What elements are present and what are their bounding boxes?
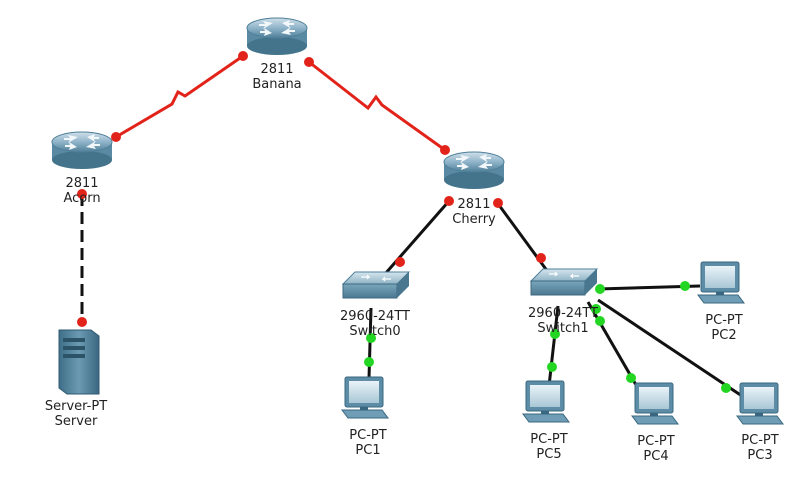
name-label: Switch1: [537, 321, 589, 336]
name-label: Switch0: [349, 324, 401, 339]
name-label: PC1: [355, 443, 381, 458]
link-acorn-banana[interactable]: [115, 54, 244, 139]
model-label: PC-PT: [637, 434, 675, 449]
router-acorn-icon[interactable]: [51, 131, 113, 169]
port-status-pc2-up: [680, 281, 690, 291]
port-status-banana-down: [304, 57, 314, 67]
model-label: Server-PT: [44, 399, 108, 414]
port-status-server-down: [77, 317, 87, 327]
model-label: PC-PT: [349, 428, 387, 443]
link-switch1-pc5[interactable]: [547, 305, 560, 387]
router-cherry-icon[interactable]: [443, 151, 505, 189]
pc2-label: PC-PT PC2: [705, 313, 742, 343]
pc1-pc-icon[interactable]: [341, 376, 389, 419]
port-status-banana-down: [238, 51, 248, 61]
pc2-pc-icon[interactable]: [697, 261, 745, 304]
switch0-label: 2960-24TT Switch0: [340, 309, 410, 339]
model-label: 2960-24TT: [528, 306, 598, 321]
name-label: PC5: [536, 447, 562, 462]
link-switch1-pc3[interactable]: [597, 298, 746, 400]
port-status-pc3-up: [721, 383, 731, 393]
port-status-switch1-up: [595, 284, 605, 294]
port-status-cherry-down: [440, 145, 450, 155]
name-label: Cherry: [452, 212, 496, 227]
port-status-switch0-up: [366, 333, 376, 343]
port-status-switch1-up: [550, 329, 560, 339]
links-layer: [80, 54, 746, 400]
switch1-switch-icon[interactable]: [529, 268, 599, 296]
port-status-acorn-down: [111, 132, 121, 142]
router-banana-icon[interactable]: [246, 17, 308, 55]
ports-layer: [77, 51, 731, 393]
name-label: PC2: [711, 328, 737, 343]
model-label: 2811: [457, 197, 491, 212]
port-status-cherry-down: [493, 198, 503, 208]
name-label: Banana: [252, 77, 302, 92]
devices-layer: [51, 17, 784, 425]
port-status-pc4-up: [626, 373, 636, 383]
server-icon[interactable]: [58, 329, 100, 395]
router-banana-label: 2811 Banana: [252, 62, 301, 92]
model-label: 2811: [260, 62, 294, 77]
port-status-acorn-down: [77, 189, 87, 199]
model-label: 2811: [65, 176, 99, 191]
pc3-label: PC-PT PC3: [741, 433, 778, 463]
port-status-cherry-down: [444, 196, 454, 206]
port-status-switch1-up: [595, 316, 605, 326]
model-label: PC-PT: [705, 313, 743, 328]
port-status-pc5-up: [547, 362, 557, 372]
pc3-pc-icon[interactable]: [736, 382, 784, 425]
pc5-pc-icon[interactable]: [522, 380, 570, 423]
pc4-pc-icon[interactable]: [631, 382, 679, 425]
port-status-switch0-down: [395, 257, 405, 267]
port-status-pc1-up: [364, 357, 374, 367]
pc1-label: PC-PT PC1: [349, 428, 386, 458]
server-label: Server-PT Server: [45, 399, 107, 429]
router-acorn-label: 2811 Acorn: [63, 176, 100, 206]
router-cherry-label: 2811 Cherry: [452, 197, 495, 227]
link-cherry-switch0[interactable]: [376, 200, 451, 283]
model-label: PC-PT: [741, 433, 779, 448]
switch0-switch-icon[interactable]: [341, 271, 411, 299]
name-label: PC4: [643, 449, 669, 464]
model-label: PC-PT: [530, 432, 568, 447]
port-status-switch1-up: [591, 304, 601, 314]
name-label: PC3: [747, 448, 773, 463]
pc5-label: PC-PT PC5: [530, 432, 567, 462]
switch1-label: 2960-24TT Switch1: [528, 306, 598, 336]
link-banana-cherry[interactable]: [308, 60, 446, 152]
model-label: 2960-24TT: [340, 309, 410, 324]
port-status-switch1-down: [536, 253, 546, 263]
name-label: Acorn: [63, 191, 101, 206]
name-label: Server: [54, 414, 98, 429]
pc4-label: PC-PT PC4: [637, 434, 674, 464]
